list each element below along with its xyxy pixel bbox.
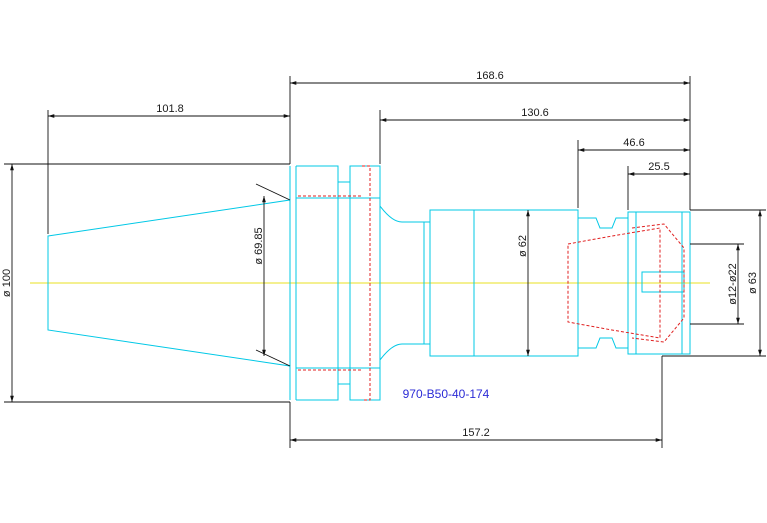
part-number: 970-B50-40-174: [403, 387, 490, 401]
dim-clamp-range: ø12-ø22: [727, 263, 739, 305]
dim-taper-dia: ø 69.85: [253, 227, 265, 264]
hidden-lines: [298, 165, 685, 401]
dim-overall-length: 168.6: [476, 70, 504, 82]
dim-bottom-length: 157.2: [462, 427, 490, 439]
dim-nut-length: 46.6: [623, 137, 644, 149]
neck: [379, 205, 424, 361]
dim-flange-dia: ø 100: [1, 269, 13, 297]
dim-body-length: 130.6: [521, 107, 549, 119]
dim-nut-dia: ø 63: [747, 272, 759, 294]
flange: [289, 165, 381, 401]
dim-nose-length: 25.5: [648, 161, 669, 173]
dim-taper-length: 101.8: [156, 103, 184, 115]
dim-body-dia: ø 62: [517, 235, 529, 257]
collet-nut: [627, 211, 691, 355]
